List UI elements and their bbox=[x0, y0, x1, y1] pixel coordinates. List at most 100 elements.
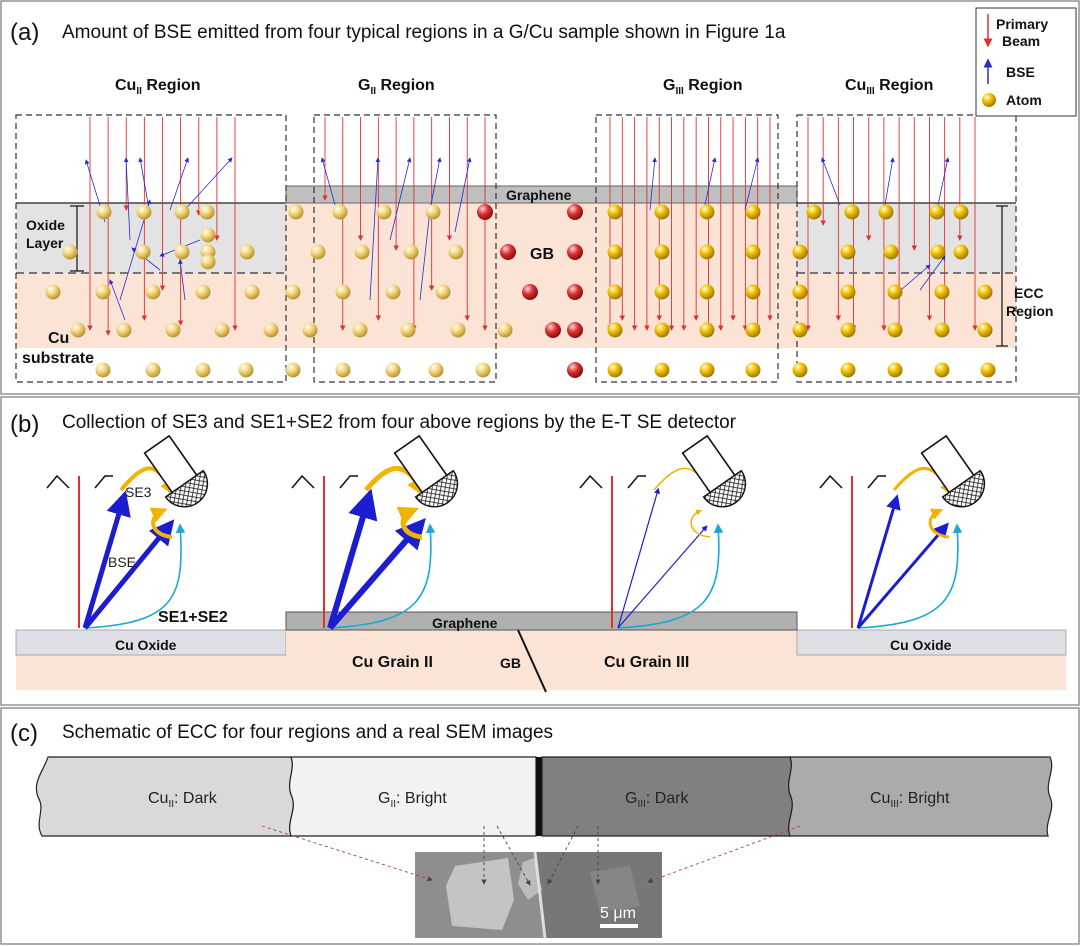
bse-arrow bbox=[884, 157, 895, 206]
cu-atom bbox=[745, 362, 761, 378]
cu-atom bbox=[448, 244, 464, 260]
cu-atom bbox=[699, 284, 715, 300]
cu-atom bbox=[335, 362, 351, 378]
cu-oxide-left bbox=[15, 629, 287, 656]
region-box-g3 bbox=[595, 114, 779, 383]
region-label-g2: GII Region bbox=[358, 77, 435, 97]
cu-atom bbox=[96, 204, 112, 220]
strip-gb bbox=[536, 757, 542, 836]
gb-atom bbox=[567, 244, 583, 260]
cu-atom bbox=[136, 204, 152, 220]
cu-atom bbox=[654, 244, 670, 260]
sem-image: 5 μm bbox=[415, 851, 662, 939]
cu-atom bbox=[135, 244, 151, 260]
detector-grid bbox=[702, 469, 747, 508]
bse-arrow-b2 bbox=[327, 488, 378, 629]
panel-a: (a) Amount of BSE emitted from four typi… bbox=[0, 0, 1080, 395]
pole-piece-right bbox=[339, 475, 358, 489]
se12-trajectory bbox=[329, 523, 436, 629]
cu-atom bbox=[878, 204, 894, 220]
cu-atom bbox=[376, 204, 392, 220]
cu-atom bbox=[792, 284, 808, 300]
cu-atom bbox=[475, 362, 491, 378]
oxide-band-right bbox=[797, 203, 1016, 273]
bse-arrow bbox=[178, 259, 186, 301]
cu-atom bbox=[607, 244, 623, 260]
se3-loop bbox=[396, 506, 423, 540]
cu-atom bbox=[239, 244, 255, 260]
cu-atom bbox=[244, 284, 260, 300]
cu-atom bbox=[385, 284, 401, 300]
panel-b-title: Collection of SE3 and SE1+SE2 from four … bbox=[62, 412, 737, 433]
bse-arrow bbox=[744, 157, 760, 211]
legend-atom-label: Atom bbox=[1006, 92, 1042, 108]
legend-bse-label: BSE bbox=[1006, 64, 1035, 80]
bse-arrow bbox=[169, 157, 189, 211]
pole-piece-left bbox=[46, 474, 70, 489]
cu-atom bbox=[980, 362, 996, 378]
cu-atom bbox=[145, 284, 161, 300]
cu-atom bbox=[428, 362, 444, 378]
pole-piece-left bbox=[579, 474, 603, 489]
grain-2-label: Cu Grain II bbox=[352, 654, 433, 671]
cu-atom bbox=[425, 204, 441, 220]
cu-atom bbox=[95, 284, 111, 300]
gb-label-a: GB bbox=[530, 246, 554, 263]
gb-atom bbox=[567, 322, 583, 338]
cu-atom bbox=[883, 244, 899, 260]
et-detector bbox=[920, 434, 986, 508]
cu-atom bbox=[840, 362, 856, 378]
cu-atom bbox=[285, 284, 301, 300]
cu-atom bbox=[887, 284, 903, 300]
graphene-b bbox=[285, 611, 798, 631]
bse-arrow-b bbox=[327, 517, 426, 630]
cu-atom bbox=[263, 322, 279, 338]
pole-piece-left bbox=[291, 474, 315, 489]
cu-atom bbox=[285, 362, 301, 378]
cu-atom bbox=[332, 204, 348, 220]
bse-arrow-b bbox=[617, 525, 708, 629]
panel-a-title: Amount of BSE emitted from four typical … bbox=[62, 22, 786, 43]
cu-atom bbox=[70, 322, 86, 338]
substrate-b bbox=[16, 655, 1066, 690]
cu-atom bbox=[199, 204, 215, 220]
cu-atom bbox=[929, 204, 945, 220]
detector-setup bbox=[291, 434, 459, 630]
legend-atom-icon bbox=[982, 93, 996, 107]
se12-label: SE1+SE2 bbox=[158, 609, 228, 626]
cu-atom bbox=[745, 322, 761, 338]
cu-atom bbox=[214, 322, 230, 338]
pole-piece-left bbox=[819, 474, 843, 489]
cu-atom bbox=[953, 244, 969, 260]
cu-oxide-right-label: Cu Oxide bbox=[890, 637, 952, 653]
graphene-label: Graphene bbox=[506, 187, 572, 203]
bse-arrow-b bbox=[83, 519, 175, 630]
bse-arrow-b2 bbox=[856, 494, 901, 629]
region-label-g3: GIII Region bbox=[663, 77, 742, 97]
se12-trajectory bbox=[857, 523, 963, 629]
cu-atom bbox=[654, 362, 670, 378]
cu-atom bbox=[400, 322, 416, 338]
cu-atom bbox=[840, 322, 856, 338]
se3-loop bbox=[690, 509, 711, 538]
bse-arrow-b bbox=[856, 522, 949, 629]
pole-piece-right bbox=[867, 475, 886, 489]
cu-atom bbox=[844, 204, 860, 220]
cu-atom bbox=[934, 284, 950, 300]
detectors bbox=[46, 434, 986, 630]
bse-arrow bbox=[937, 157, 950, 206]
cu-atom bbox=[238, 362, 254, 378]
bse-arrow-b2 bbox=[617, 487, 660, 629]
cu-atom bbox=[335, 284, 351, 300]
cu-atom bbox=[654, 322, 670, 338]
se3-loop bbox=[928, 508, 950, 539]
cu-atom bbox=[195, 362, 211, 378]
gb-atom bbox=[567, 284, 583, 300]
et-detector bbox=[393, 434, 459, 508]
cu-atom bbox=[174, 204, 190, 220]
